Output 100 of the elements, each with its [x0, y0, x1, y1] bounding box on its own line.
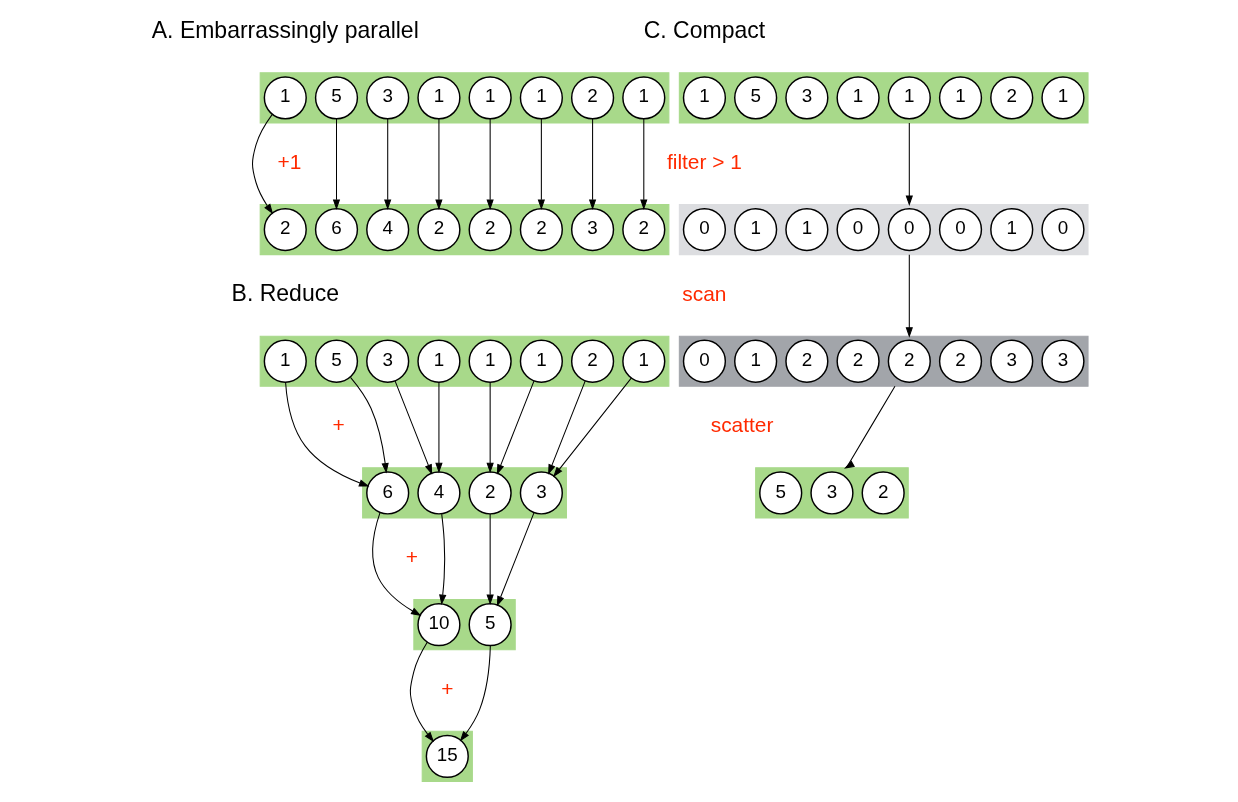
node-circle: 0: [1040, 207, 1085, 251]
cluster: [412, 598, 516, 650]
node-circle: 1: [682, 75, 726, 119]
node-circle: 10: [416, 602, 461, 646]
label: +1: [277, 149, 301, 173]
node-circle: 2: [861, 470, 905, 515]
arrow: [349, 376, 389, 473]
arrow: [434, 381, 443, 473]
node-circle: 5: [314, 75, 358, 119]
node-circle: 2: [416, 207, 461, 251]
node-circle: 1: [263, 339, 307, 383]
node-circle: 5: [733, 75, 777, 119]
node-circle: 2: [887, 339, 931, 383]
node-circle: 2: [621, 207, 665, 251]
node-circle: 1: [733, 339, 777, 383]
node-circle: 2: [519, 207, 563, 251]
node-circle: 0: [682, 207, 726, 251]
label: +: [331, 412, 345, 436]
label: scatter: [710, 412, 773, 436]
arrow: [547, 379, 586, 475]
cluster: [259, 71, 669, 123]
node-circle: 1: [621, 339, 665, 383]
arrow: [843, 385, 895, 469]
arrow: [409, 641, 434, 742]
node-circle: 0: [887, 207, 931, 251]
arrow: [434, 117, 443, 210]
node-circle: 2: [468, 470, 512, 515]
node-circle: 1: [416, 75, 461, 119]
node-circle: 1: [887, 75, 931, 119]
node-circle: 6: [314, 207, 358, 251]
node-circle: 5: [314, 339, 358, 383]
node-circle: 2: [784, 339, 828, 383]
label: +: [440, 676, 453, 700]
label: +: [405, 544, 418, 568]
node-circle: 1: [733, 207, 777, 251]
node-circle: 0: [938, 207, 982, 251]
arrow: [284, 381, 369, 487]
node-circle: 4: [365, 207, 409, 251]
node-circle: 2: [989, 75, 1033, 119]
cluster: [259, 335, 669, 387]
node-circle: 1: [519, 339, 563, 383]
arrow: [552, 377, 632, 477]
label: filter > 1: [666, 149, 742, 173]
node-circle: 1: [784, 207, 828, 251]
arrow: [438, 513, 446, 605]
arrow: [371, 511, 421, 616]
node-circle: 3: [365, 339, 409, 383]
arrow: [496, 379, 535, 475]
arrow: [905, 121, 913, 206]
label: C. Compact: [643, 16, 765, 43]
arrow: [251, 113, 273, 214]
node-circle: 1: [416, 339, 461, 383]
node-circle: 0: [682, 339, 726, 383]
arrow: [496, 511, 535, 607]
node-circle: 0: [835, 207, 880, 251]
node-circle: 4: [416, 470, 461, 515]
node-circle: 3: [365, 75, 409, 119]
label: A. Embarrassingly parallel: [151, 16, 419, 43]
node-circle: 2: [468, 207, 512, 251]
cluster: [754, 466, 909, 519]
arrow: [485, 117, 494, 210]
arrow: [383, 117, 391, 210]
node-circle: 2: [263, 207, 307, 251]
node-circle: 3: [519, 470, 563, 515]
node-circle: 1: [263, 75, 307, 119]
node-circle: 1: [468, 75, 512, 119]
arrow: [485, 512, 494, 605]
cluster: [678, 335, 1089, 387]
node-circle: 2: [835, 339, 880, 383]
node-circle: 5: [758, 470, 802, 515]
arrow: [485, 381, 494, 473]
arrow: [537, 117, 545, 210]
node-circle: 1: [835, 75, 880, 119]
arrow: [639, 117, 647, 210]
node-circle: 3: [989, 339, 1033, 383]
node-circle: 1: [519, 75, 563, 119]
node-circle: 3: [1040, 339, 1085, 383]
cluster: [678, 203, 1089, 255]
arrow: [459, 644, 491, 741]
node-circle: 1: [1040, 75, 1085, 119]
node-circle: 2: [938, 339, 982, 383]
node-circle: 1: [938, 75, 982, 119]
node-circle: 2: [570, 75, 614, 119]
node-circle: 1: [621, 75, 665, 119]
arrow: [332, 117, 340, 210]
node-circle: 5: [468, 602, 512, 646]
cluster: [678, 71, 1089, 123]
node-circle: 3: [784, 75, 828, 119]
node-circle: 3: [809, 470, 854, 515]
node-circle: 1: [468, 339, 512, 383]
node-circle: 3: [570, 207, 614, 251]
arrow: [905, 253, 913, 338]
node-circle: 15: [425, 734, 469, 778]
node-circle: 2: [570, 339, 614, 383]
arrow: [394, 379, 432, 475]
label: B. Reduce: [231, 279, 339, 306]
arrow: [588, 117, 596, 210]
label: scan: [681, 281, 726, 305]
node-circle: 6: [365, 470, 409, 515]
node-circle: 1: [989, 207, 1033, 251]
